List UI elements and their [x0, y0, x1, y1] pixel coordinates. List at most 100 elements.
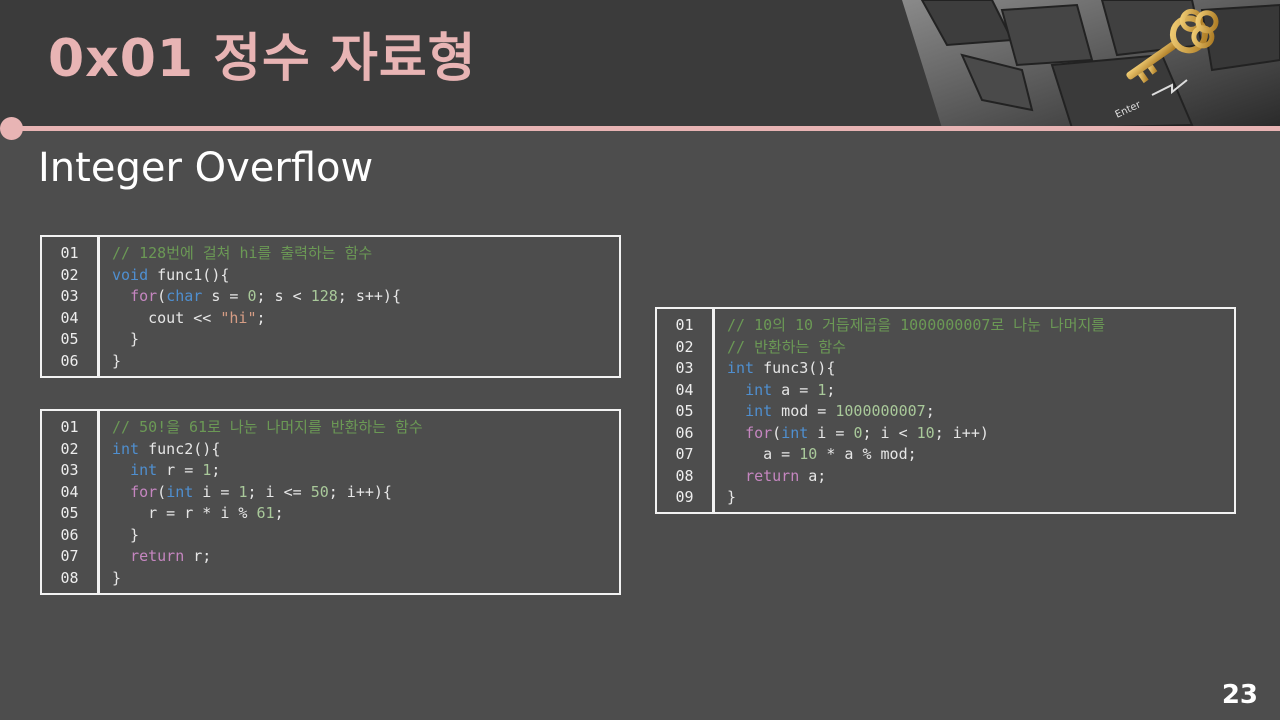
code-line: cout << "hi";: [112, 308, 619, 330]
code-token: 번에 걸쳐: [166, 244, 240, 262]
line-number: 02: [675, 337, 694, 356]
code-token: 을: [166, 418, 190, 436]
code-token: func1(){: [148, 265, 230, 284]
code-token: 로 나눈 나머지를: [990, 316, 1106, 334]
code-lines: // 128번에 걸쳐 hi를 출력하는 함수 void func1(){ for…: [112, 237, 619, 372]
line-number: 03: [60, 461, 79, 479]
code-line: int a = 1;: [727, 380, 1234, 402]
code-line: void func1(){: [112, 265, 619, 287]
divider-dot: [0, 117, 23, 140]
code-line: // 반환하는 함수: [727, 337, 1234, 359]
line-number: 08: [675, 466, 694, 485]
line-number: 01: [60, 418, 79, 436]
code-line: int func2(){: [112, 439, 619, 461]
code-token: [727, 381, 745, 399]
code-token: r = r * i %: [112, 504, 257, 522]
code-token: ;: [274, 504, 284, 522]
code-token: "hi": [220, 308, 257, 327]
code-token: // 반환하는 함수: [727, 337, 846, 356]
code-token: a =: [772, 380, 818, 399]
code-token: s =: [202, 287, 248, 305]
code-token: 128: [310, 287, 338, 305]
code-line: // 50!을 61로 나눈 나머지를 반환하는 함수: [112, 417, 619, 439]
code-token: [727, 467, 745, 485]
code-token: [727, 402, 745, 420]
code-token: (: [157, 482, 167, 501]
line-number: 02: [60, 439, 79, 458]
code-token: ; i <: [862, 423, 917, 442]
code-token: ;: [256, 308, 266, 327]
code-line: int func3(){: [727, 358, 1234, 380]
code-token: int: [727, 359, 755, 377]
code-token: * a % mod;: [817, 445, 917, 463]
code-token: 0: [853, 423, 863, 442]
line-number: 03: [675, 359, 694, 377]
code-token: }: [112, 525, 140, 544]
code-token: a =: [727, 445, 800, 463]
line-number: 03: [60, 287, 79, 305]
code-token: i =: [808, 423, 854, 442]
code-token: func2(){: [139, 439, 221, 458]
code-token: ;: [826, 380, 836, 399]
line-number: 04: [60, 482, 79, 501]
code-token: a;: [799, 466, 827, 485]
code-token: }: [112, 351, 122, 370]
line-number: 05: [60, 504, 79, 522]
code-token: // 50!: [112, 418, 167, 436]
code-token: (: [157, 287, 167, 305]
line-number: 05: [60, 330, 79, 348]
code-token: ; i++){: [328, 482, 392, 501]
line-number: 02: [60, 265, 79, 284]
line-number: 04: [60, 308, 79, 327]
page-number: 23: [1221, 680, 1258, 710]
line-number-column: 01 02 03 04 05 06: [42, 237, 100, 376]
code-token: void: [112, 265, 149, 284]
code-token: 1000000007: [900, 316, 991, 334]
code-token: ; i <=: [247, 482, 311, 501]
code-token: [112, 547, 130, 565]
code-token: [112, 287, 130, 305]
code-token: 1: [817, 380, 827, 399]
code-token: 61: [256, 504, 275, 522]
code-token: [112, 461, 130, 479]
code-token: for: [130, 287, 158, 305]
code-token: 로 나눈 나머지를 반환하는 함수: [207, 418, 423, 436]
line-number: 01: [60, 244, 79, 262]
line-number: 07: [60, 547, 79, 565]
code-token: char: [166, 287, 203, 305]
code-line: for(char s = 0; s < 128; s++){: [112, 286, 619, 308]
code-token: int: [112, 439, 140, 458]
code-token: hi: [239, 244, 258, 262]
code-token: for: [130, 482, 158, 501]
code-line: }: [112, 351, 619, 373]
code-token: 10: [916, 423, 935, 442]
code-token: return: [130, 547, 185, 565]
code-line: for(int i = 1; i <= 50; i++){: [112, 482, 619, 504]
code-token: 1000000007: [835, 402, 926, 420]
code-token: ; s <: [256, 287, 311, 305]
code-token: r;: [184, 547, 212, 565]
code-token: mod =: [772, 402, 836, 420]
code-token: 61: [189, 418, 208, 436]
header-divider: [10, 126, 1280, 131]
code-line: for(int i = 0; i < 10; i++): [727, 423, 1234, 445]
section-subtitle: Integer Overflow: [38, 145, 374, 191]
code-block-func1: 01 02 03 04 05 06 // 128번에 걸쳐 hi를 출력하는 함수 void…: [40, 235, 621, 378]
slide-title: 0x01 정수 자료형: [48, 29, 477, 89]
code-token: (: [772, 423, 782, 442]
code-token: r =: [157, 461, 203, 479]
code-token: }: [727, 488, 737, 506]
code-token: }: [112, 330, 140, 348]
code-token: return: [745, 466, 800, 485]
line-number: 08: [60, 568, 79, 587]
code-token: 1: [238, 482, 248, 501]
code-token: // 128: [112, 244, 167, 262]
code-token: cout <<: [112, 308, 221, 327]
line-number: 06: [60, 351, 79, 370]
code-line: int mod = 1000000007;: [727, 401, 1234, 423]
code-token: for: [745, 423, 773, 442]
code-token: 를 출력하는 함수: [257, 244, 373, 262]
